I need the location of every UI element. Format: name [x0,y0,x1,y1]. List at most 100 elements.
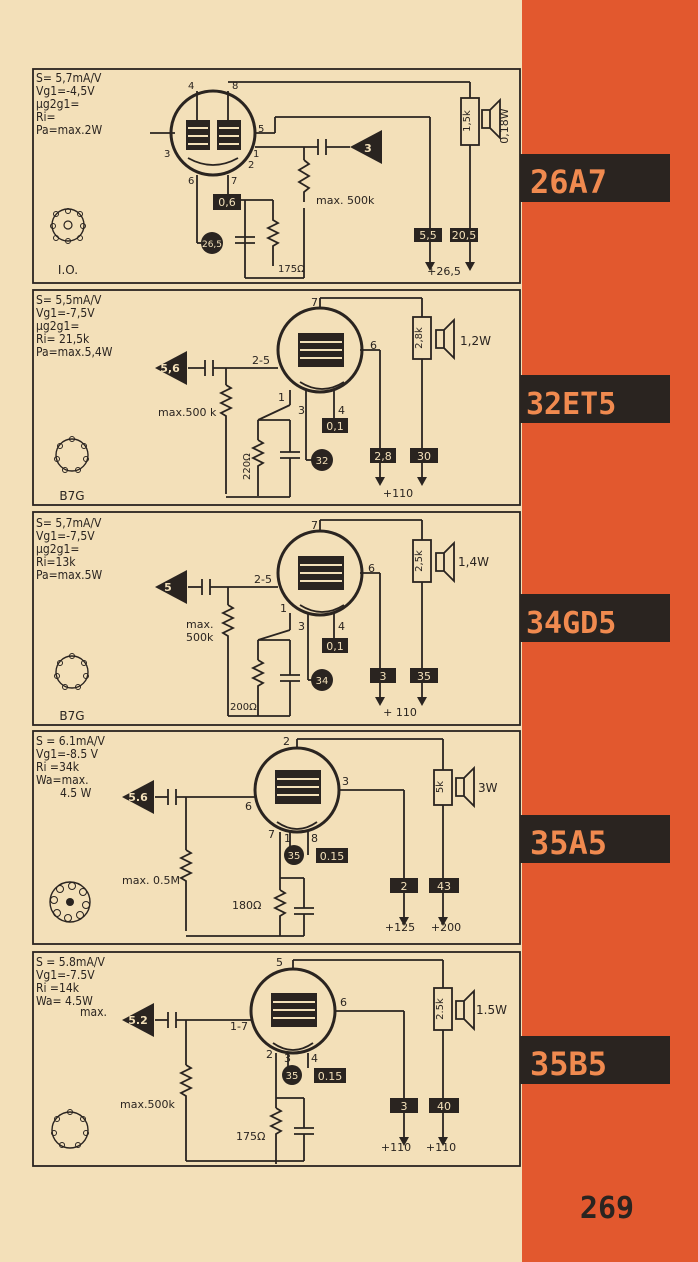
load-resistor [460,97,480,146]
spec-line: 4.5 W [60,786,92,800]
spec-line: Pa=max.5,4W [36,345,113,359]
spec-line: Vg1=-4,5V [36,84,95,98]
speaker-icon [455,988,475,1032]
supply-voltage-anode: +125 [385,921,415,934]
spec-block: S= 5,7mA/V Vg1=-7,5V μg2g1= Ri=13k Pa=ma… [36,516,102,582]
spec-line: Ri =34k [36,760,80,774]
cathode-voltage: 0.15 [320,850,345,863]
spec-line: S = 5.8mA/V [36,955,105,969]
cathode-current-badge [201,232,223,254]
load-resistor [433,987,453,1031]
cathode-current-badge [284,845,304,865]
watts-label: 1,2W [460,334,491,348]
tube-tab-label: 35A5 [530,824,607,862]
spec-line: Pa=max.2W [36,123,102,137]
screen-current-box [410,668,438,683]
grid-pin: 1-7 [230,1020,248,1033]
load-label: 2,8k [414,327,425,349]
tube-symbol [276,306,364,394]
pin-number: 4 [338,404,345,417]
grid-resistor-value: 500k [186,631,214,644]
pin-number: 1 [280,602,287,615]
spec-block: S= 5,5mA/V Vg1=-7,5V μg2g1= Ri= 21,5k Pa… [36,293,113,359]
spec-block: S = 5.8mA/V Vg1=-7.5V Ri =14k Wa= 4.5W m… [36,955,107,1019]
driver-triangle [350,130,382,164]
anode-current: 2 [401,880,408,893]
speaker-icon [435,540,455,584]
socket-diagram: B7G [54,653,89,723]
driver-label: 5 [164,581,172,594]
spec-line: Pa=max.5W [36,568,102,582]
spec-block: S= 5,7mA/V Vg1=-4,5V μg2g1= Ri= Pa=max.2… [36,71,102,137]
grid-pin: 2-5 [254,573,272,586]
section-34gd5: S= 5,7mA/V Vg1=-7,5V μg2g1= Ri=13k Pa=ma… [32,511,521,726]
anode-current-box [370,448,396,463]
anode-current-box [414,228,442,242]
cathode-voltage-box [316,848,348,863]
cathode-voltage: 0,6 [218,196,236,209]
anode-current-box [370,668,396,683]
spec-line: S= 5,7mA/V [36,516,102,530]
base-label: B7G [59,489,84,503]
spec-line: S= 5,5mA/V [36,293,102,307]
load-resistor [412,316,432,360]
pin-number: 5 [258,124,264,135]
spec-line: Vg1=-8.5 V [36,747,99,761]
pin-number: 8 [232,81,238,92]
socket-diagram: I.O. [50,208,86,277]
pin-labels: 2 3 6 7 1 8 [245,735,349,845]
spec-block: S = 6.1mA/V Vg1=-8.5 V Ri =34k Wa=max. 4… [36,734,105,800]
speaker-icon [435,317,455,361]
tube-tab-26a7 [520,154,670,202]
spec-line: μg2g1= [36,97,79,111]
spec-line: Wa= 4.5W [36,994,93,1008]
cathode-current-badge [282,1065,302,1085]
pin-number: 2 [248,160,254,171]
pin-number: 1 [253,149,259,160]
load-label: 2.5k [435,998,446,1020]
load-resistor [412,539,432,583]
grid-resistor-label: max. 500k [316,194,375,207]
pin-number: 1 [278,391,285,404]
cathode-current-badge [311,669,333,691]
section-35b5: S = 5.8mA/V Vg1=-7.5V Ri =14k Wa= 4.5W m… [32,951,521,1167]
driver-label: 5,6 [160,362,180,375]
wiring [155,738,448,937]
screen-current-box [429,878,459,893]
supply-voltage: +26,5 [427,265,461,278]
tube-symbol [276,529,364,617]
screen-current: 20,5 [452,229,477,242]
anode-current: 5,5 [419,229,437,242]
tube-tab-label: 26A7 [530,163,607,201]
pin-number: 7 [311,296,318,309]
spec-line: S= 5,7mA/V [36,71,102,85]
pin-number: 3 [298,620,305,633]
pin-number: 4 [338,620,345,633]
cathode-current: 34 [316,676,329,687]
anode-current: 3 [380,670,387,683]
tube-tab-label: 35B5 [530,1045,607,1083]
load-label: 1,5k [462,110,473,132]
pin-number: 5 [276,956,283,969]
driver-triangle [122,1003,154,1037]
socket-diagram [51,1109,89,1149]
pin-number: 3 [298,404,305,417]
tube-tab-label: 32ET5 [526,387,616,422]
cathode-resistor-label: 200Ω [230,702,257,713]
page-number: 269 [580,1191,634,1226]
pin-labels: 1-7 5 6 2 3 4 [230,956,347,1065]
pin-labels: 2-5 7 6 1 3 4 [254,519,375,633]
tube-tab-35a5 [520,815,670,863]
screen-current-box [429,1098,459,1113]
pin-number: 1 [284,832,291,845]
wiring [155,959,448,1164]
supply-voltage-anode: +110 [381,1141,411,1154]
driver-label: 3 [364,142,372,155]
watts-label: 0,18W [498,108,511,143]
pin-number: 7 [268,828,275,841]
wiring [188,297,427,498]
pin-labels: 2-5 7 6 1 3 4 [252,296,377,417]
cathode-voltage: 0,1 [326,640,344,653]
spec-line: Ri=13k [36,555,76,569]
